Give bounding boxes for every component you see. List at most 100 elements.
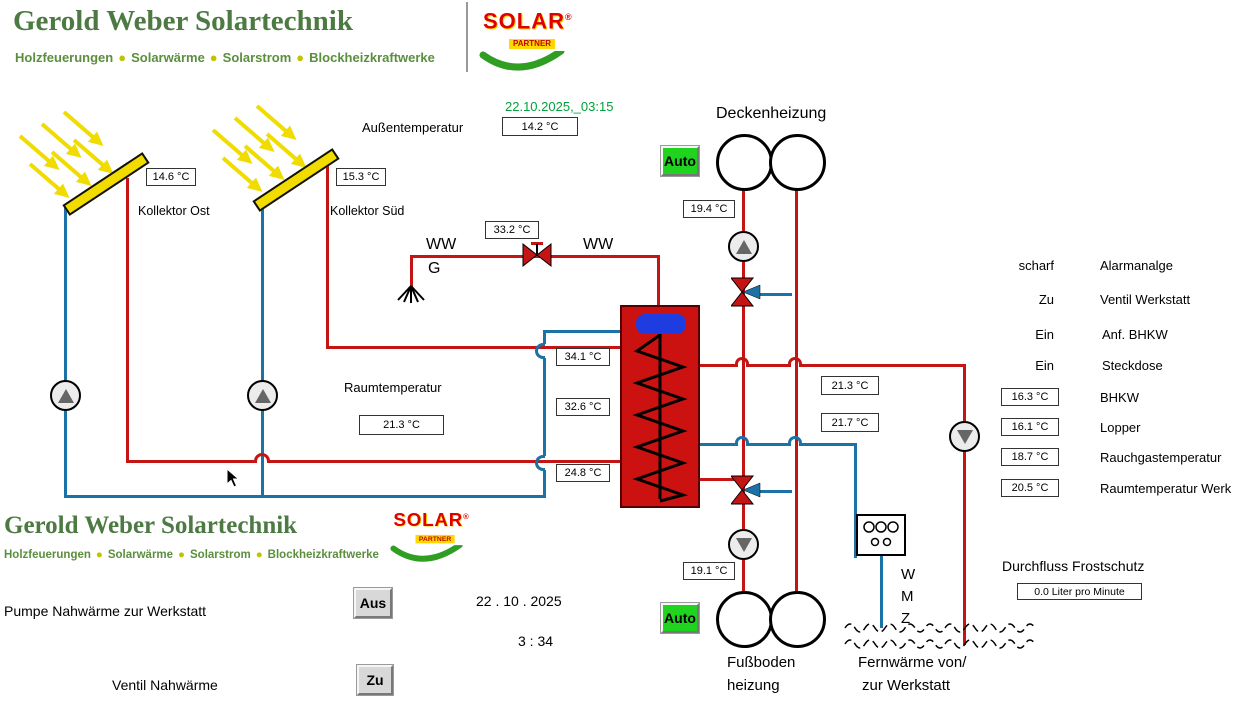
- lopper-label: Lopper: [1100, 420, 1141, 435]
- remote-heat-line2: zur Werkstatt: [862, 677, 951, 694]
- ceiling-auto-button[interactable]: Auto: [661, 146, 699, 176]
- floor-auto-button[interactable]: Auto: [661, 603, 699, 633]
- pipe: [543, 470, 546, 497]
- sun-rays-icon: [18, 110, 114, 198]
- return-temp: 21.7 °C: [821, 413, 879, 432]
- mouse-cursor: [226, 468, 240, 488]
- ceiling-heating-title: Deckenheizung: [716, 105, 827, 122]
- pipe-bridge: [788, 357, 802, 367]
- pipe: [963, 364, 966, 645]
- tagline-item: Solarwärme: [107, 549, 174, 561]
- floor-title-line1: Fußboden: [727, 654, 796, 671]
- partner-band: PARTNER: [415, 535, 455, 544]
- bullet-icon: ●: [118, 50, 127, 65]
- collector-east-label: Kollektor Ost: [138, 204, 210, 218]
- nahwaerme-valve-label: Ventil Nahwärme: [112, 677, 218, 693]
- ww-label-left: WW: [426, 236, 457, 253]
- tank-temp-top: 34.1 °C: [556, 348, 610, 366]
- ground-icon: [397, 285, 425, 303]
- tagline-item: Blockheizkraftwerke: [267, 549, 379, 561]
- pipe: [543, 330, 622, 333]
- g-label: G: [428, 260, 441, 277]
- boundary-wave-icon: [844, 623, 1036, 649]
- status-value: Zu: [1038, 292, 1054, 307]
- bullet-icon: ●: [178, 549, 185, 561]
- frost-flow-value: 0.0 Liter pro Minute: [1017, 583, 1142, 600]
- ceiling-pump-icon: [728, 231, 759, 262]
- solar-wordmark: SOLAR®: [393, 508, 470, 531]
- pipe-bridge: [735, 357, 749, 367]
- pipe: [543, 358, 546, 456]
- company-tagline: Holzfeuerungen●Solarwärme●Solarstrom●Blo…: [15, 50, 435, 65]
- ww-temp: 33.2 °C: [485, 221, 539, 239]
- pipe: [700, 364, 735, 367]
- pipe: [126, 178, 129, 462]
- registered-mark: ®: [565, 12, 573, 22]
- workshop-room-temp: 20.5 °C: [1001, 479, 1059, 497]
- room-temp-value: 21.3 °C: [359, 415, 444, 435]
- tagline-item: Holzfeuerungen: [15, 50, 114, 65]
- district-heat-pump-icon: [949, 421, 980, 452]
- fluegas-label: Rauchgastemperatur: [1100, 450, 1222, 465]
- pipe-bridge: [535, 455, 545, 471]
- pipe: [749, 443, 788, 446]
- date-display: 22 . 10 . 2025: [476, 593, 562, 609]
- floor-valve-icon: [731, 475, 761, 505]
- sun-rays-icon: [211, 104, 307, 192]
- pipe: [64, 495, 546, 498]
- status-label: Steckdose: [1102, 358, 1163, 373]
- pipe: [700, 478, 742, 481]
- status-label: Anf. BHKW: [1102, 327, 1168, 342]
- floor-pump-icon: [728, 529, 759, 560]
- partner-band: PARTNER: [509, 39, 556, 50]
- pipe: [410, 255, 413, 287]
- heat-meter-icon: [856, 514, 906, 556]
- buffer-tank: [620, 305, 700, 508]
- ww-valve-icon: [522, 242, 552, 268]
- solar-wordmark: SOLAR®: [483, 8, 573, 34]
- tank-temp-mid: 32.6 °C: [556, 398, 610, 416]
- nahwaerme-valve-button[interactable]: Zu: [357, 665, 393, 695]
- pipe-bridge: [535, 343, 545, 359]
- datetime-display: 22.10.2025,_03:15: [505, 99, 614, 114]
- floor-title-line2: heizung: [727, 677, 780, 694]
- tagline-item: Solarwärme: [131, 50, 205, 65]
- lopper-temp: 16.1 °C: [1001, 418, 1059, 436]
- nahwaerme-pump-button[interactable]: Aus: [354, 588, 392, 618]
- pipe: [880, 556, 883, 628]
- bullet-icon: ●: [296, 50, 305, 65]
- bullet-icon: ●: [95, 549, 103, 561]
- collector-south-label: Kollektor Süd: [330, 204, 405, 218]
- status-label: Ventil Werkstatt: [1100, 292, 1191, 307]
- pipe: [326, 165, 329, 348]
- company-logo-text-footer: Gerold Weber Solartechnik: [4, 512, 298, 539]
- workshop-room-label: Raumtemperatur Werk: [1100, 481, 1232, 496]
- remote-heat-line1: Fernwärme von/: [858, 654, 967, 671]
- pipe: [543, 332, 546, 344]
- fluegas-temp: 18.7 °C: [1001, 448, 1059, 466]
- pipe: [854, 443, 857, 558]
- pipe: [64, 206, 67, 498]
- pipe: [657, 255, 660, 307]
- status-value: Ein: [1035, 358, 1054, 373]
- pipe: [752, 293, 792, 296]
- pipe: [795, 190, 798, 592]
- pipe: [700, 443, 735, 446]
- swoosh-icon: [479, 47, 565, 71]
- nahwaerme-pump-label: Pumpe Nahwärme zur Werkstatt: [4, 603, 207, 619]
- company-logo-text: Gerold Weber Solartechnik: [13, 5, 353, 37]
- ceiling-valve-icon: [731, 277, 761, 307]
- header-divider: [466, 2, 468, 72]
- supply-temp: 21.3 °C: [821, 376, 879, 395]
- status-value: scharf: [1018, 258, 1054, 273]
- ceiling-heater-icon: [769, 134, 826, 191]
- tank-top-connector: [636, 314, 686, 334]
- pipe: [270, 460, 622, 463]
- collector-east-temp: 14.6 °C: [146, 168, 196, 186]
- company-tagline-footer: Holzfeuerungen●Solarwärme●Solarstrom●Blo…: [4, 549, 379, 561]
- pipe: [126, 460, 254, 463]
- swoosh-icon: [390, 542, 463, 562]
- time-display: 3 : 34: [518, 633, 554, 649]
- bullet-icon: ●: [255, 549, 263, 561]
